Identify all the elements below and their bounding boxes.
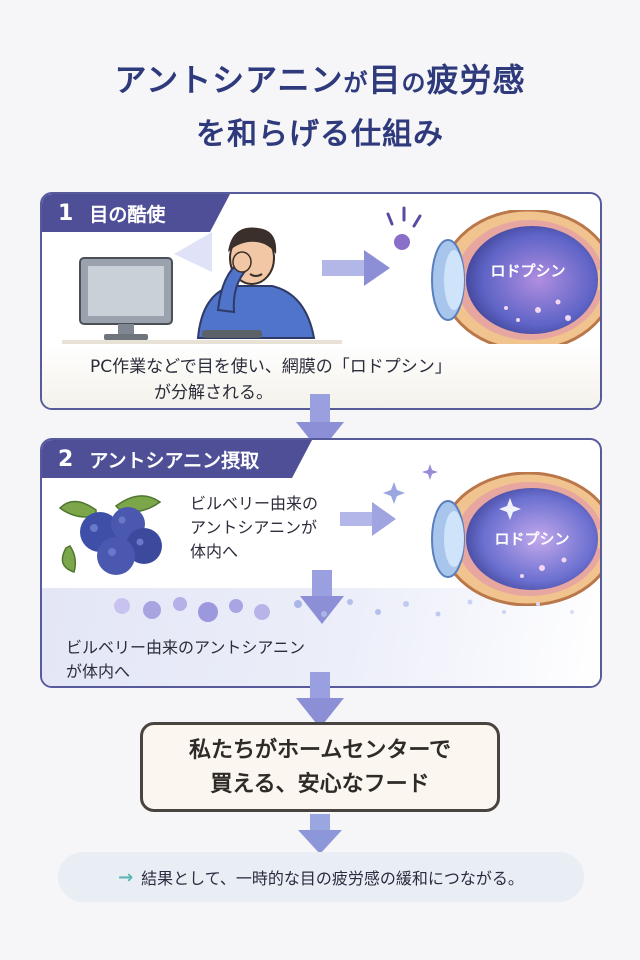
step2-flow-line2: が体内へ (66, 662, 131, 681)
result-arrow-icon: → (118, 866, 134, 888)
arrow-right-icon (322, 250, 390, 286)
title-fatigue: 疲労感 (426, 61, 526, 99)
step2-number: 2 (58, 446, 74, 472)
step2-text-line1: ビルベリー由来の (190, 494, 319, 513)
step2-berry-text: ビルベリー由来の アントシアニンが 体内へ (190, 492, 318, 564)
result-banner: → 結果として、一時的な目の疲労感の緩和につながる。 (58, 852, 584, 902)
pc-worker-illustration (62, 227, 342, 344)
step2-label: アントシアニン摂取 (89, 449, 260, 472)
step2-text-line3: 体内へ (190, 542, 239, 561)
center-box-line2: 買える、安心なフード (210, 772, 430, 797)
arrow-down-icon-inner (300, 570, 344, 624)
step1-caption-line1: PC作業などで目を使い、網膜の「ロドプシン」 (90, 357, 452, 377)
step2-panel: 2 アントシアニン摂取 ビルベリー由来の アントシアニンが 体内へ (40, 438, 602, 688)
eye-cross-section-2: ロドプシン (431, 472, 600, 606)
result-text: 結果として、一時的な目の疲労感の緩和につながる。 (141, 869, 524, 888)
title-particle-no: の (401, 69, 427, 97)
anthocyanin-particles (114, 597, 574, 622)
title-particle-ga: が (343, 69, 369, 97)
step2-flow-line1: ビルベリー由来のアントシアニン (66, 638, 306, 657)
step1-panel: 1 目の酷使 (40, 192, 602, 410)
step1-label: 目の酷使 (89, 203, 166, 226)
center-box-line1: 私たちがホームセンターで (188, 738, 452, 763)
home-center-food-box: 私たちがホームセンターで 買える、安心なフード (140, 722, 500, 812)
step1-number: 1 (58, 200, 74, 226)
eye2-label: ロドプシン (494, 530, 569, 548)
title-line2: を和らげる仕組み (196, 117, 444, 152)
sparkle-icon (383, 464, 438, 504)
blueberry-icon (58, 495, 162, 575)
broken-particle-icon (386, 206, 422, 250)
title-anthocyanin: アントシアニン (114, 61, 344, 99)
page-title: アントシアニンが目の疲労感 を和らげる仕組み (0, 58, 640, 157)
arrow-down-icon-2 (296, 672, 344, 728)
arrow-right-icon-2 (340, 502, 396, 536)
step2-text-line2: アントシアニンが (190, 518, 318, 537)
step1-caption-line2: が分解される。 (154, 383, 273, 403)
eye-cross-section-1: ロドプシン (431, 210, 600, 350)
step1-tag: 1 目の酷使 (42, 194, 230, 232)
step2-tag: 2 アントシアニン摂取 (42, 440, 312, 478)
eye1-label: ロドプシン (490, 262, 565, 280)
title-eye: 目 (368, 61, 402, 99)
arrow-down-icon-3 (298, 814, 342, 854)
arrow-down-icon-1 (296, 394, 344, 452)
step2-flow-text: ビルベリー由来のアントシアニン が体内へ (66, 636, 305, 684)
